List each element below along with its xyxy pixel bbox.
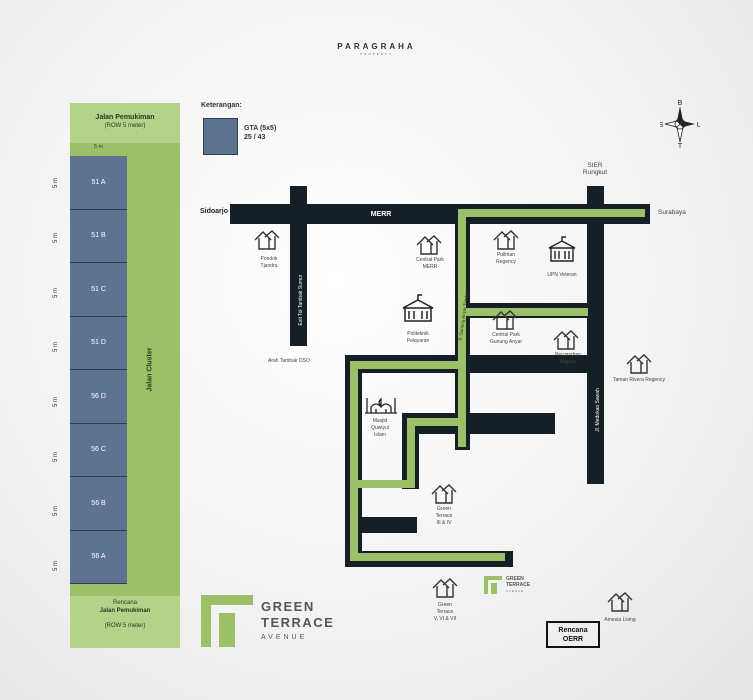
bottom-road-row: (ROW 5 meter) xyxy=(104,623,146,629)
house-icon xyxy=(493,230,519,250)
sidoarjo-label: Sidoarjo xyxy=(200,208,229,215)
road-inner-3 xyxy=(345,517,417,533)
house-icon xyxy=(432,578,458,598)
compass-south: T xyxy=(678,143,683,148)
lot-width-dimension: 5 m xyxy=(93,144,104,150)
legend-count: 25 / 43 xyxy=(244,134,266,141)
green-terrace-mini-icon xyxy=(484,576,502,594)
logo-line1: GREEN xyxy=(261,599,315,614)
brand-header: PARAGRAHA PROPERTY xyxy=(0,42,753,56)
lot-list: 51 A 51 B 51 C 51 D 56 D 56 C 56 B 56 A xyxy=(70,156,127,584)
lot-56c[interactable]: 56 C xyxy=(70,423,127,477)
mini-logo-line1: GREEN xyxy=(506,576,524,582)
mosque-icon xyxy=(365,397,397,414)
top-road-row: (ROW 5 meter) xyxy=(104,123,146,129)
top-road-title: Jalan Pemukiman xyxy=(95,114,155,121)
mini-logo: GREEN TERRACE AVENUE xyxy=(484,576,530,599)
bottom-road-line1: Rencana xyxy=(112,600,138,606)
rencana-line2: OERR xyxy=(562,636,584,643)
house-icon xyxy=(607,592,633,612)
legend-swatch xyxy=(203,118,238,155)
legend-label: GTA (5x5) 25 / 43 xyxy=(244,124,276,142)
lot-51c[interactable]: 51 C xyxy=(70,263,127,317)
mini-logo-line3: AVENUE xyxy=(506,589,525,593)
taman-rivera-label: Taman Rivera Regency xyxy=(613,377,665,383)
merr-road-label: MERR xyxy=(371,211,392,218)
compass-west: S xyxy=(660,122,664,129)
bottom-road-box: Rencana Jalan Pemukiman (ROW 5 meter) xyxy=(70,596,180,648)
mini-logo-line2: TERRACE xyxy=(506,582,531,588)
campus-icon xyxy=(548,236,576,262)
house-icon xyxy=(416,235,442,255)
lot-51d[interactable]: 51 D xyxy=(70,316,127,370)
lot-56b[interactable]: 56 B xyxy=(70,477,127,531)
compass-icon: B T S U xyxy=(660,100,700,148)
house-icon xyxy=(254,230,280,250)
legend-title: Keterangan: xyxy=(201,102,242,109)
green-terrace-logo-text: GREEN TERRACE AVENUE xyxy=(261,599,334,641)
green-terrace-logo-icon xyxy=(201,595,253,647)
rencana-oerr-box: Rencana OERR xyxy=(546,621,600,648)
road-exit-toll xyxy=(290,186,307,346)
lot-56a[interactable]: 56 A xyxy=(70,530,127,584)
lot-56d[interactable]: 56 D xyxy=(70,370,127,424)
house-icon xyxy=(492,310,518,330)
top-road-box: Jalan Pemukiman (ROW 5 meter) xyxy=(70,103,180,143)
upn-label: UPN Veteran xyxy=(547,272,577,278)
bottom-road-line2: Jalan Pemukiman xyxy=(99,608,151,614)
legend-type: GTA (5x5) xyxy=(244,125,277,132)
brand-subtitle: PROPERTY xyxy=(360,52,393,56)
lot-51a[interactable]: 51 A xyxy=(70,156,127,210)
compass-east: U xyxy=(696,122,700,129)
road-medokan-sawah xyxy=(587,186,604,484)
rencana-line1: Rencana xyxy=(558,627,588,634)
school-icon xyxy=(402,294,434,322)
brand-name: PARAGRAHA xyxy=(337,42,416,51)
amesta-label: Amesta Living xyxy=(604,617,636,623)
house-icon xyxy=(553,330,579,350)
logo-line2: TERRACE xyxy=(261,615,335,630)
medokan-label: Jl. Medokan Sawah xyxy=(595,388,601,432)
logo-line3: AVENUE xyxy=(261,634,308,641)
lot-51b[interactable]: 51 B xyxy=(70,209,127,263)
house-icon xyxy=(431,484,457,504)
compass-north: B xyxy=(678,100,683,107)
arah-tambak-label: Arah Tambak OSO xyxy=(268,358,310,364)
surabaya-label: Surabaya xyxy=(658,209,686,216)
house-icon xyxy=(626,354,652,374)
pondok-tjandra-label: Pondok Tjandra xyxy=(260,256,278,269)
exit-toll-label: Exit Tol Tambak Sumur xyxy=(298,274,304,325)
